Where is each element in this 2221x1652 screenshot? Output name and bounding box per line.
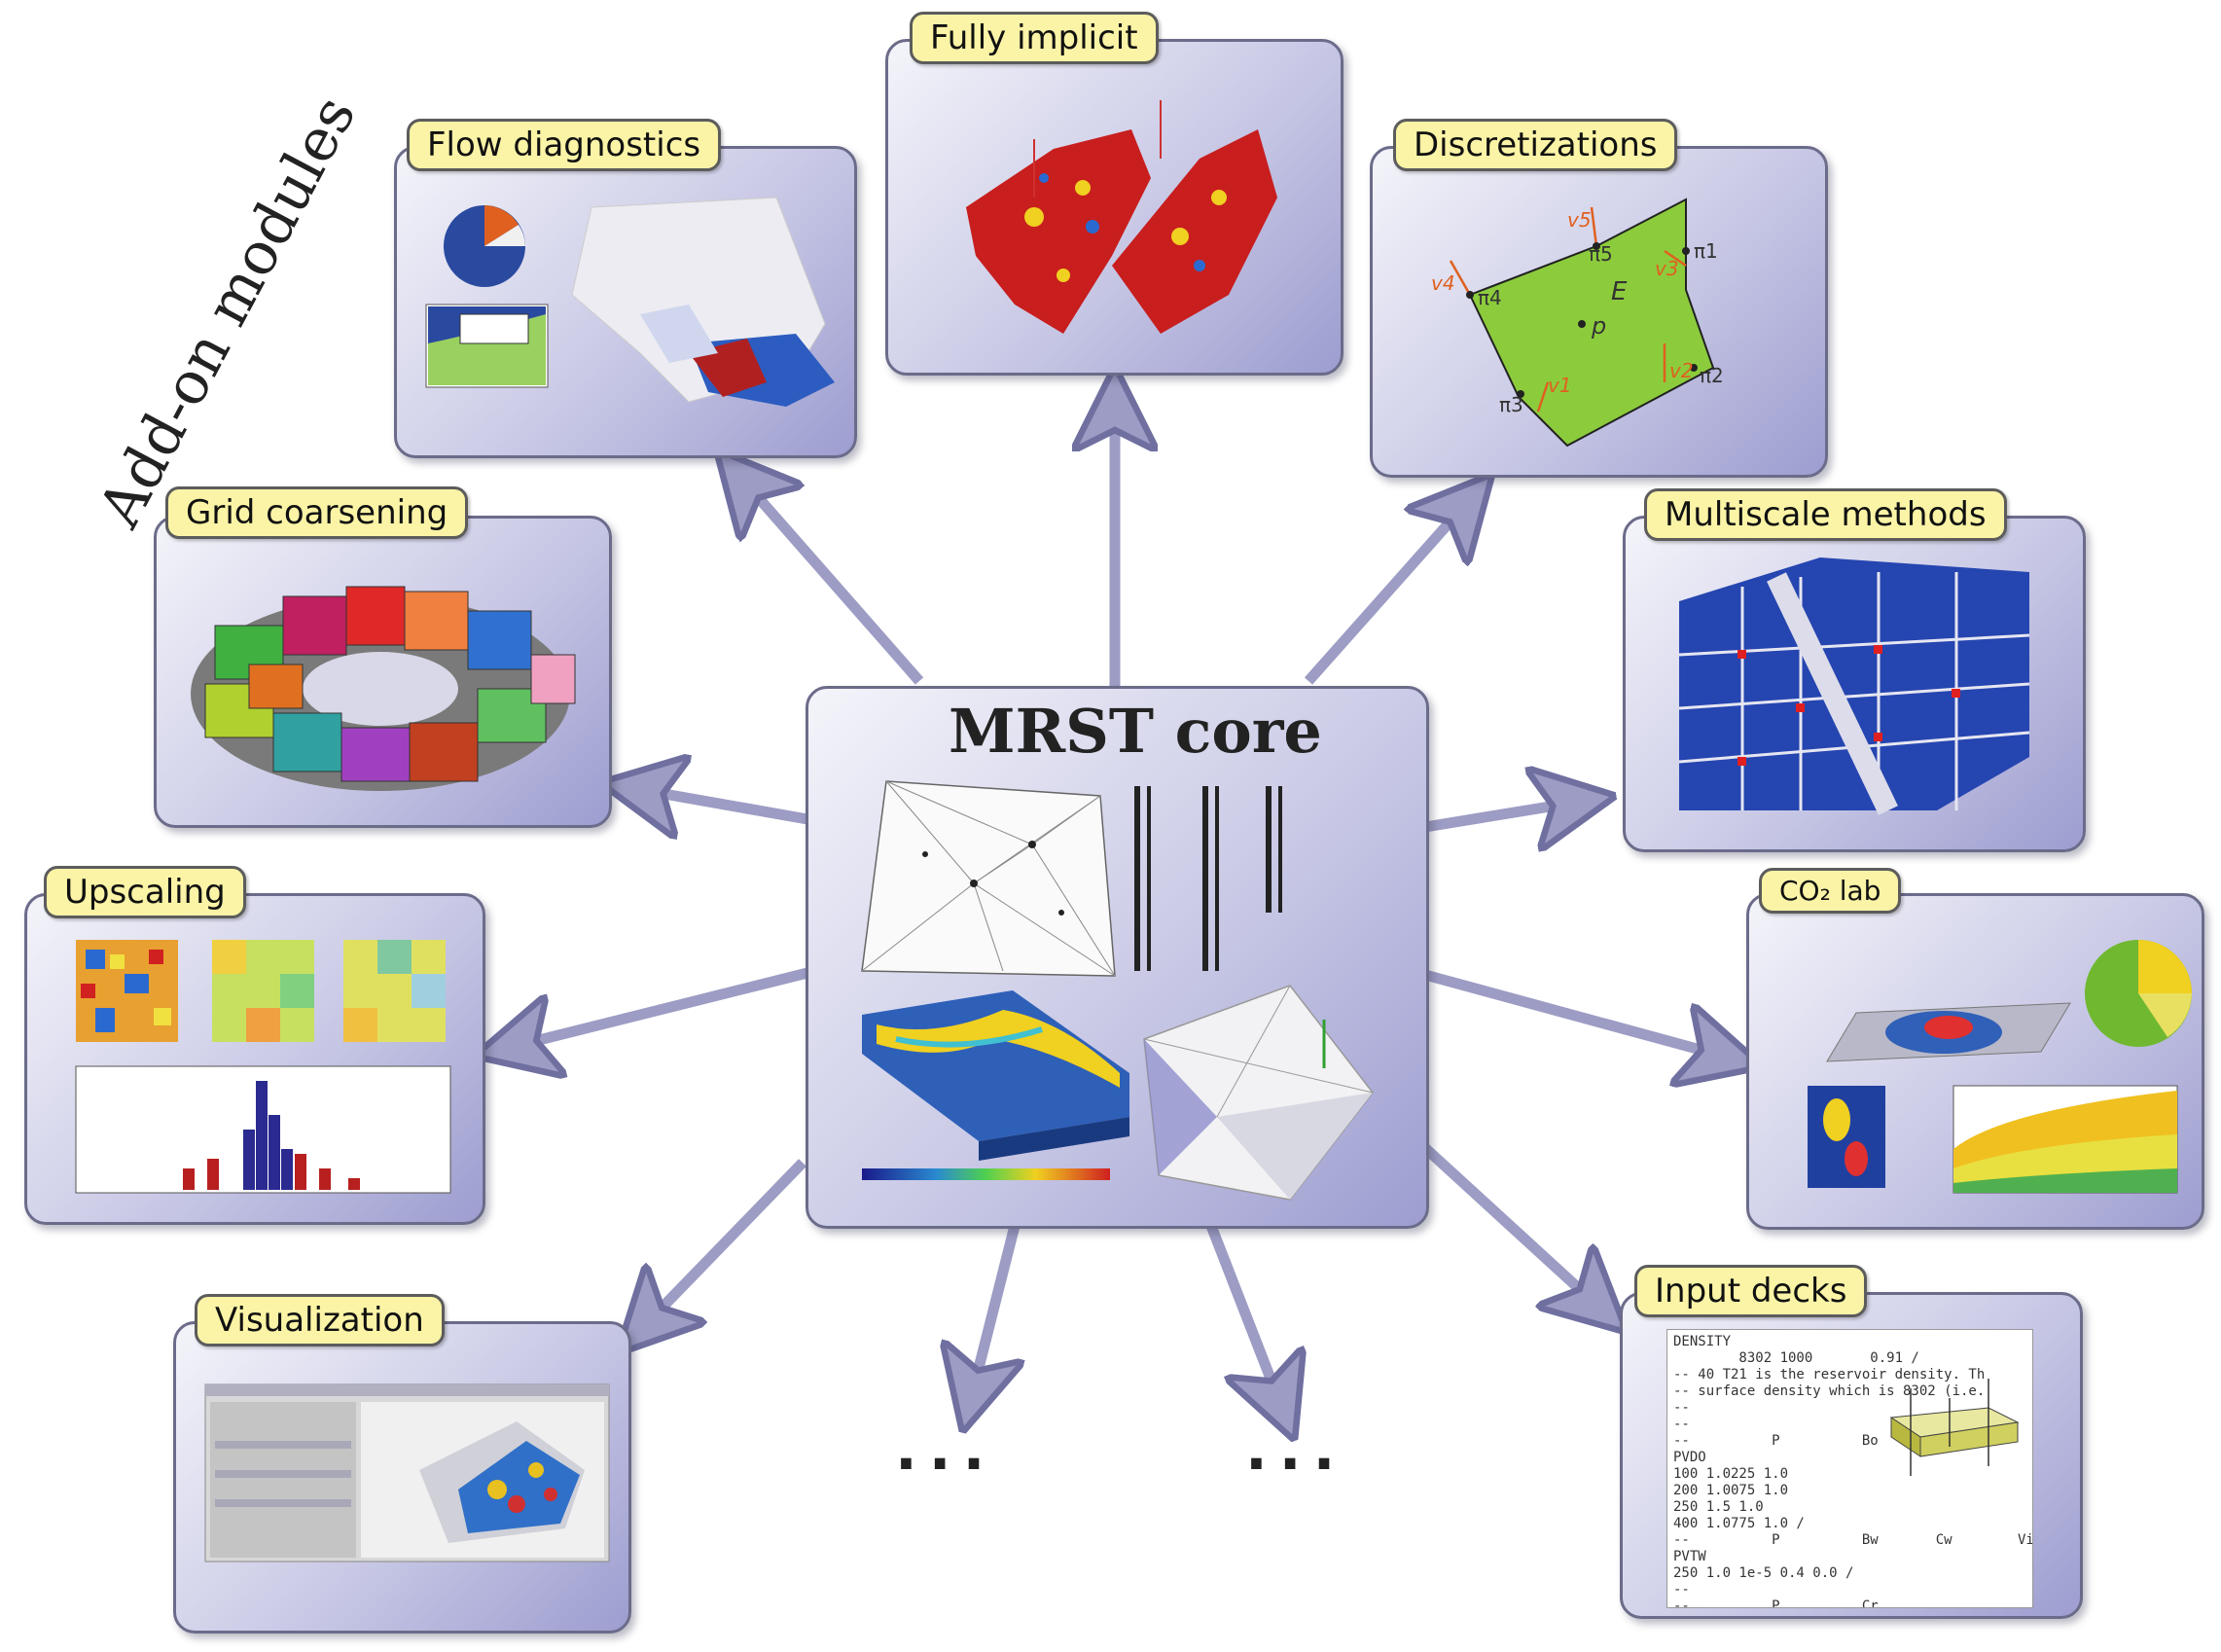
co2-lab-thumbnail — [1808, 940, 2192, 1194]
fully-implicit-thumbnail — [966, 100, 1277, 334]
label-v3: v3 — [1655, 257, 1679, 280]
tag-flow-diagnostics: Flow diagnostics — [407, 119, 722, 171]
label-v1: v1 — [1548, 374, 1572, 397]
arrow-multiscale — [1424, 803, 1574, 827]
arrow-more-right — [1205, 1224, 1279, 1401]
label-pi2: π2 — [1700, 364, 1724, 387]
input-deck-line: PVTW — [1673, 1549, 1706, 1564]
ellipsis-left: ... — [895, 1416, 997, 1484]
arrow-visualization — [647, 1159, 806, 1323]
tag-grid-coarsening: Grid coarsening — [165, 486, 469, 539]
panel-visualization — [173, 1321, 631, 1634]
visualization-thumbnail — [204, 1383, 610, 1562]
arrow-discretizations — [1304, 506, 1464, 685]
input-deck-line: 250 1.0 1e-5 0.4 0.0 / — [1673, 1565, 1854, 1581]
tag-multiscale-methods: Multiscale methods — [1644, 488, 2007, 541]
label-point: p — [1591, 312, 1606, 340]
input-deck-line: 250 1.5 1.0 — [1673, 1499, 1764, 1515]
upscaling-thumbnail — [75, 940, 451, 1194]
label-pi3: π3 — [1499, 393, 1523, 416]
tag-fully-implicit: Fully implicit — [910, 12, 1159, 64]
input-deck-line: -- 40 T21 is the reservoir density. Th — [1673, 1367, 1986, 1383]
panel-flow-diagnostics — [394, 146, 857, 458]
panel-grid-coarsening — [154, 516, 612, 828]
flow-diagnostics-thumbnail — [425, 197, 835, 407]
arrow-co2-lab — [1423, 969, 1722, 1056]
ellipsis-right: ... — [1245, 1416, 1347, 1484]
arrow-input-decks — [1421, 1143, 1595, 1304]
input-deck-line: -- surface density which is 8302 (i.e. — [1673, 1383, 1986, 1399]
arrow-flow-diagnostics — [744, 482, 924, 685]
panel-input-decks: DENSITY 8302 1000 0.91 /-- 40 T21 is the… — [1620, 1292, 2083, 1619]
panel-mrst-core — [806, 686, 1429, 1229]
label-pi4: π4 — [1478, 286, 1502, 309]
panel-co2-lab — [1746, 893, 2204, 1230]
input-deck-line: -- — [1673, 1417, 1690, 1432]
arrow-grid-coarsening — [642, 790, 808, 819]
discretizations-thumbnail: E p π5 π1 π4 π3 π2 v5 v4 v3 v2 v1 — [1431, 198, 1724, 448]
arrow-upscaling — [516, 967, 809, 1046]
grid-coarsening-thumbnail — [191, 586, 576, 791]
label-pi1: π1 — [1694, 239, 1718, 263]
label-v2: v2 — [1669, 359, 1694, 382]
mrst-core-thumbnail — [861, 780, 1374, 1201]
tag-discretizations: Discretizations — [1393, 119, 1678, 171]
input-deck-line: DENSITY — [1673, 1334, 1732, 1349]
input-deck-line: 100 1.0225 1.0 — [1673, 1466, 1789, 1482]
panel-fully-implicit — [885, 39, 1343, 376]
panel-multiscale-methods — [1623, 516, 2086, 852]
input-deck-line: 200 1.0075 1.0 — [1673, 1483, 1789, 1498]
input-deck-grid-icon — [1889, 1379, 2020, 1476]
input-deck-line: -- — [1673, 1582, 1690, 1598]
panel-discretizations: E p π5 π1 π4 π3 π2 v5 v4 v3 v2 v1 — [1370, 146, 1828, 478]
tag-co2-lab: CO₂ lab — [1759, 868, 1902, 914]
input-deck-text: DENSITY 8302 1000 0.91 /-- 40 T21 is the… — [1673, 1334, 2032, 1608]
input-deck-line: -- P Bw Cw Vis Viscosibility — [1673, 1532, 2032, 1548]
tag-visualization: Visualization — [195, 1294, 445, 1347]
panel-upscaling — [24, 893, 485, 1225]
input-deck-line: -- P Cr — [1673, 1598, 1879, 1608]
input-deck-sheet: DENSITY 8302 1000 0.91 /-- 40 T21 is the… — [1666, 1329, 2033, 1608]
input-deck-line: 8302 1000 0.91 / — [1673, 1350, 1919, 1366]
label-element: E — [1611, 277, 1628, 306]
label-v5: v5 — [1567, 208, 1592, 232]
label-pi5: π5 — [1589, 242, 1613, 266]
arrow-more-left — [973, 1224, 1015, 1391]
label-v4: v4 — [1431, 271, 1455, 295]
input-deck-line: -- — [1673, 1400, 1690, 1416]
tag-input-decks: Input decks — [1634, 1265, 1868, 1317]
input-deck-line: PVDO — [1673, 1450, 1706, 1465]
input-deck-line: 400 1.0775 1.0 / — [1673, 1516, 1805, 1531]
multiscale-thumbnail — [1678, 557, 2030, 815]
tag-upscaling: Upscaling — [44, 866, 246, 918]
core-title: MRST core — [949, 696, 1322, 767]
